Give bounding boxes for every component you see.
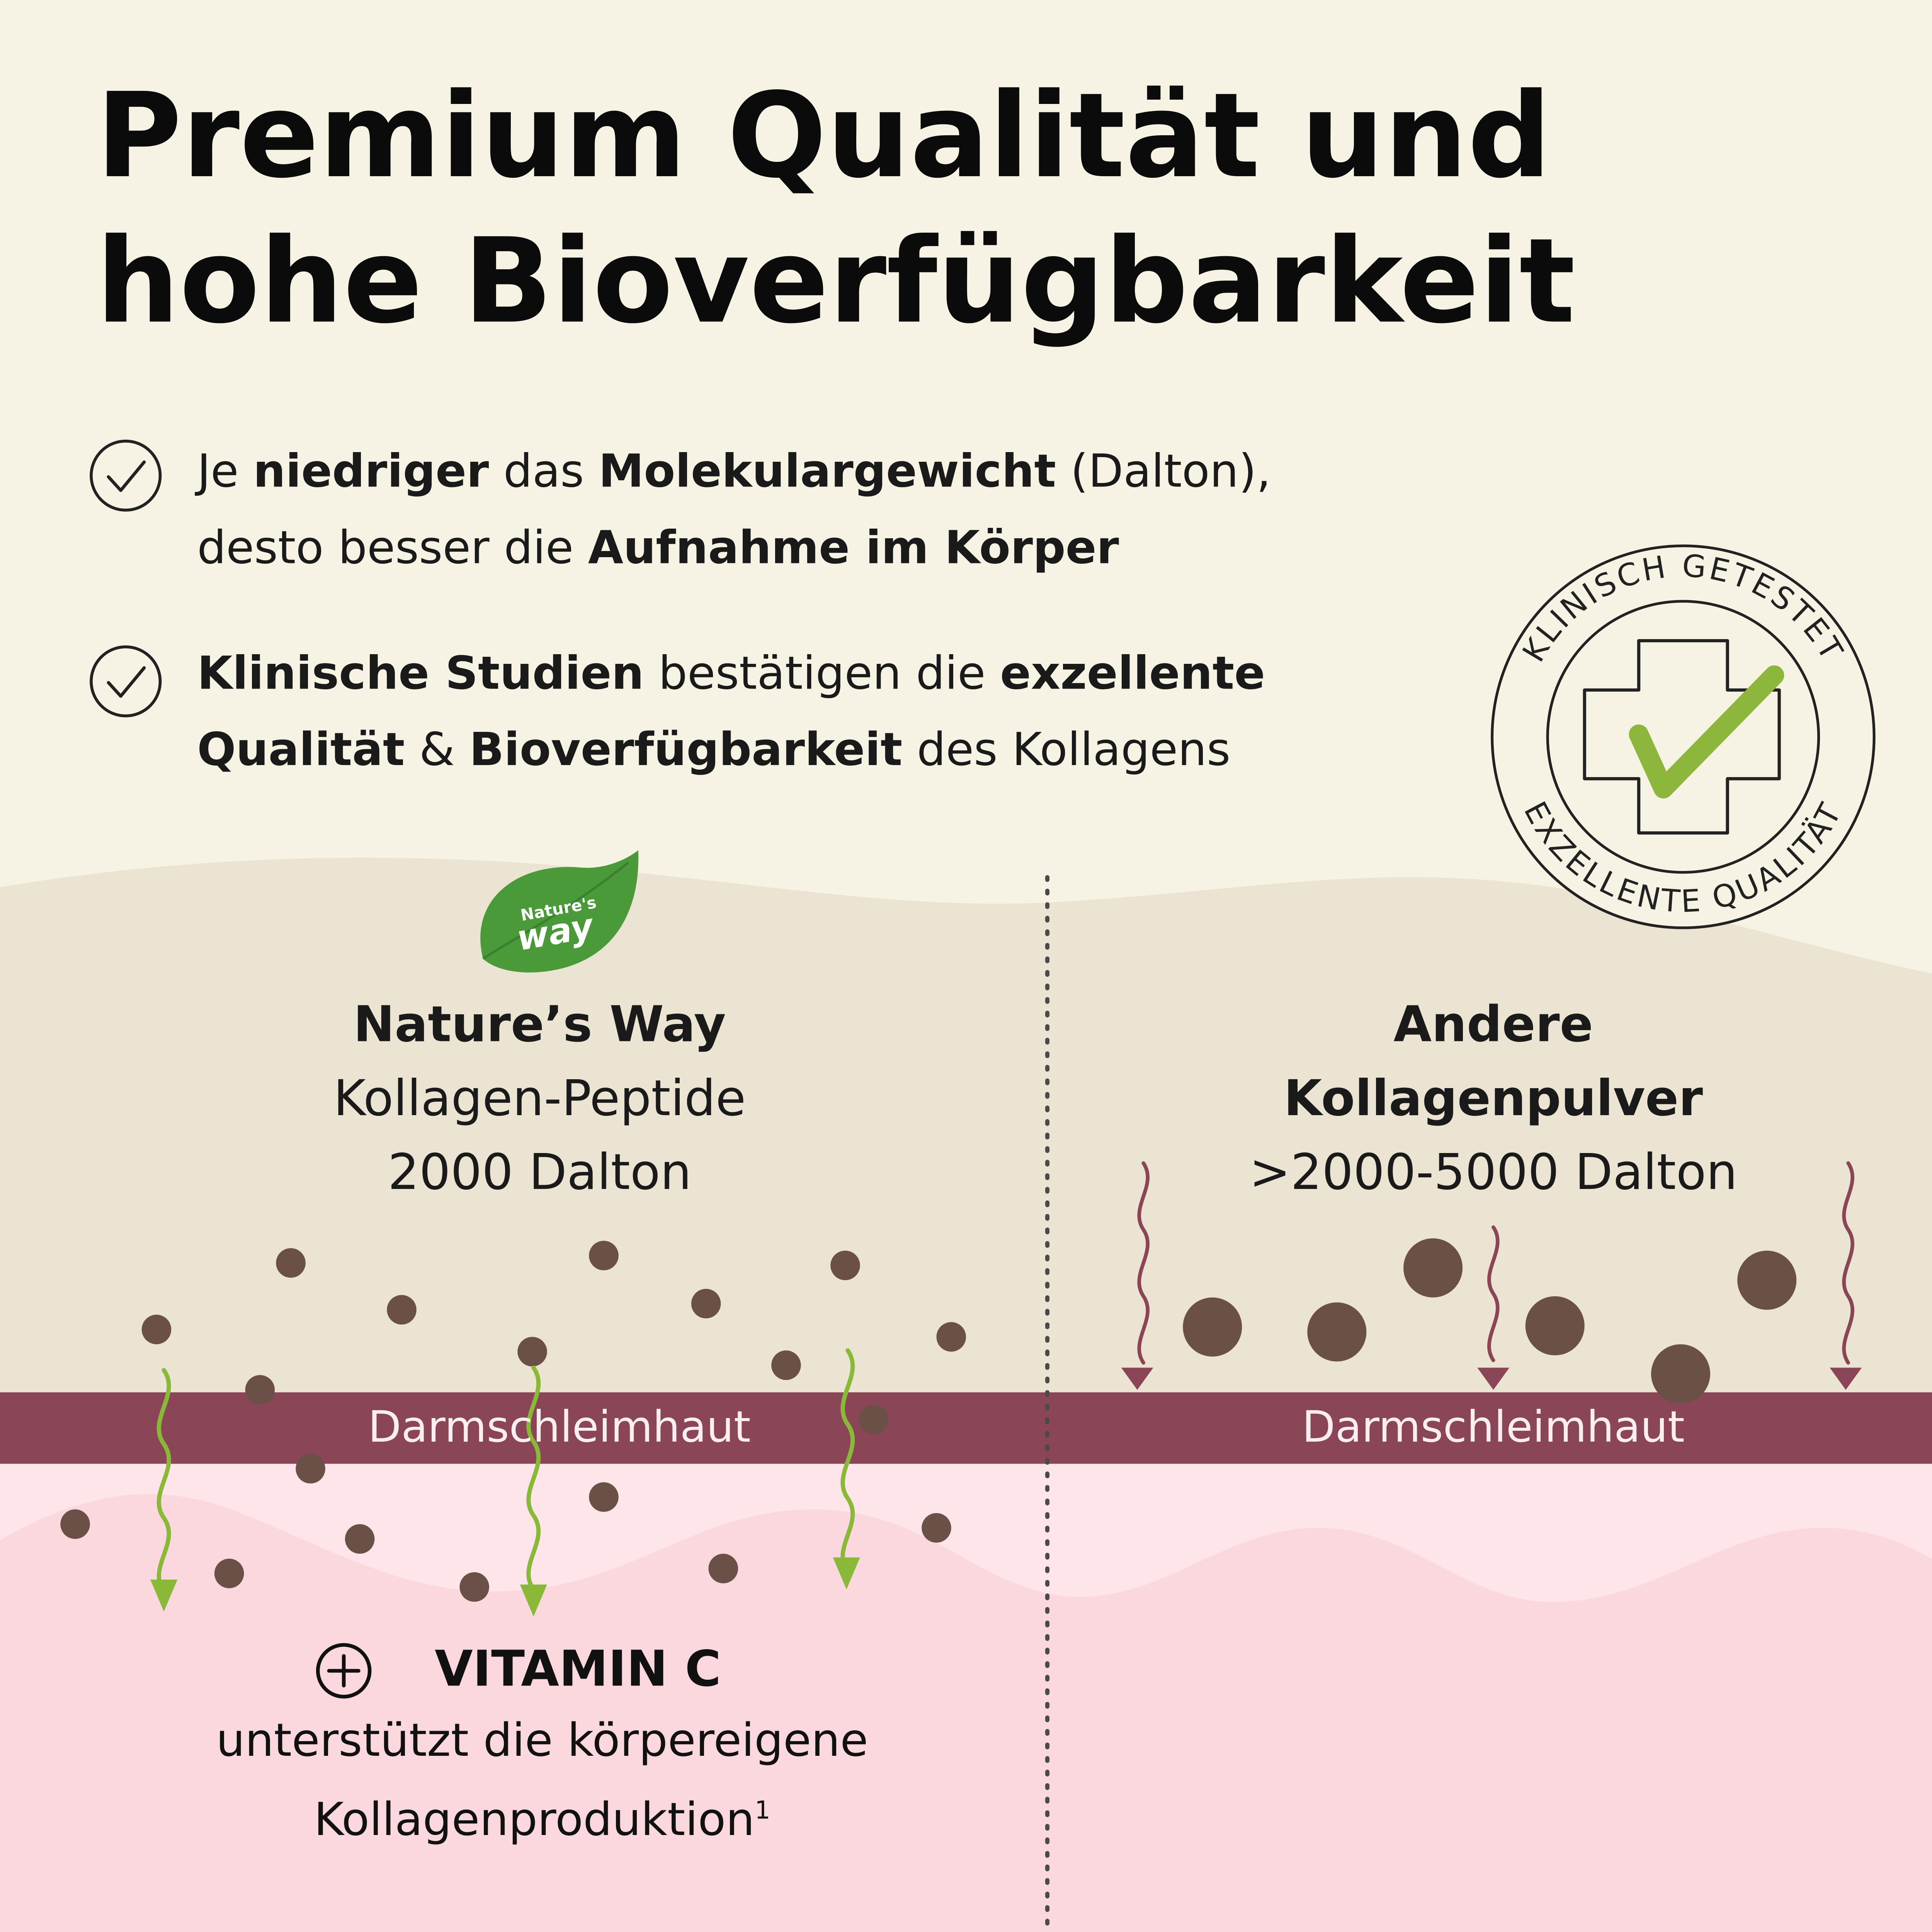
bullet-1-line-2: desto besser die Aufnahme im Körper: [197, 510, 1553, 587]
brand-name: Nature’s Way: [353, 997, 726, 1054]
text: das: [489, 445, 599, 498]
other-line-1: Andere: [1393, 997, 1594, 1054]
vitamin-body-line-2: Kollagenproduktion1: [74, 1776, 1010, 1855]
blocked-arrows: [1137, 1161, 1854, 1365]
bullet-2-line-1: Klinische Studien bestätigen die exzelle…: [197, 636, 1553, 712]
clinically-tested-seal: KLINISCH GETESTET EXZELLENTE QUALITÄT: [1491, 544, 1876, 929]
plus-circle-icon: [316, 1643, 372, 1699]
vitamin-body-line-1: unterstützt die körpereigene: [216, 1714, 868, 1767]
natures-way-column-header: Nature’s Way Kollagen-Peptide 2000 Dalto…: [170, 988, 909, 1210]
text: bestätigen die: [644, 647, 1000, 700]
page-title: Premium Qualität und hohe Bioverfügbarke…: [96, 64, 1895, 355]
text: Je: [197, 445, 253, 498]
vitamin-c-section: VITAMIN C unterstützt die körpereigene K…: [74, 1633, 1010, 1855]
large-particles: [1183, 1238, 1797, 1404]
vitamin-body-text: Kollagenproduktion: [314, 1793, 755, 1846]
title-line-1: Premium Qualität und: [96, 69, 1551, 205]
pass-through-arrowheads: [150, 1557, 860, 1617]
blocked-arrowheads: [1121, 1367, 1862, 1390]
bold-text: Qualität: [197, 723, 405, 776]
bold-text: Aufnahme im Körper: [588, 521, 1119, 574]
vitamin-heading: VITAMIN C: [434, 1641, 721, 1698]
check-circle-icon: [90, 439, 162, 512]
bold-text: exzellente: [1000, 647, 1265, 700]
text: desto besser die: [197, 521, 588, 574]
text: des Kollagens: [902, 723, 1231, 776]
other-line-2: Kollagenpulver: [1284, 1071, 1703, 1128]
small-particles: [60, 1241, 966, 1602]
text: &: [405, 723, 469, 776]
check-circle-icon: [90, 645, 162, 718]
natures-way-logo: Nature's way: [480, 850, 639, 973]
bold-text: Klinische Studien: [197, 647, 644, 700]
gut-mucosa-label-left: Darmschleimhaut: [368, 1403, 751, 1453]
title-line-2: hohe Bioverfügbarkeit: [96, 214, 1575, 350]
pass-through-arrows: [156, 1348, 855, 1594]
text: (Dalton),: [1056, 445, 1271, 498]
bold-text: Bioverfügbarkeit: [469, 723, 903, 776]
gut-mucosa-label-right: Darmschleimhaut: [1302, 1403, 1685, 1453]
bullet-1-line-1: Je niedriger das Molekulargewicht (Dalto…: [197, 434, 1553, 510]
bold-text: Molekulargewicht: [598, 445, 1056, 498]
dalton-value: 2000 Dalton: [388, 1145, 692, 1202]
footnote-mark: 1: [755, 1795, 770, 1825]
product-name: Kollagen-Peptide: [333, 1071, 746, 1128]
bold-text: niedriger: [253, 445, 489, 498]
other-collagen-column-header: Andere Kollagenpulver >2000-5000 Dalton: [1124, 988, 1863, 1210]
other-dalton-value: >2000-5000 Dalton: [1249, 1145, 1738, 1202]
bullet-2-line-2: Qualität & Bioverfügbarkeit des Kollagen…: [197, 712, 1553, 789]
